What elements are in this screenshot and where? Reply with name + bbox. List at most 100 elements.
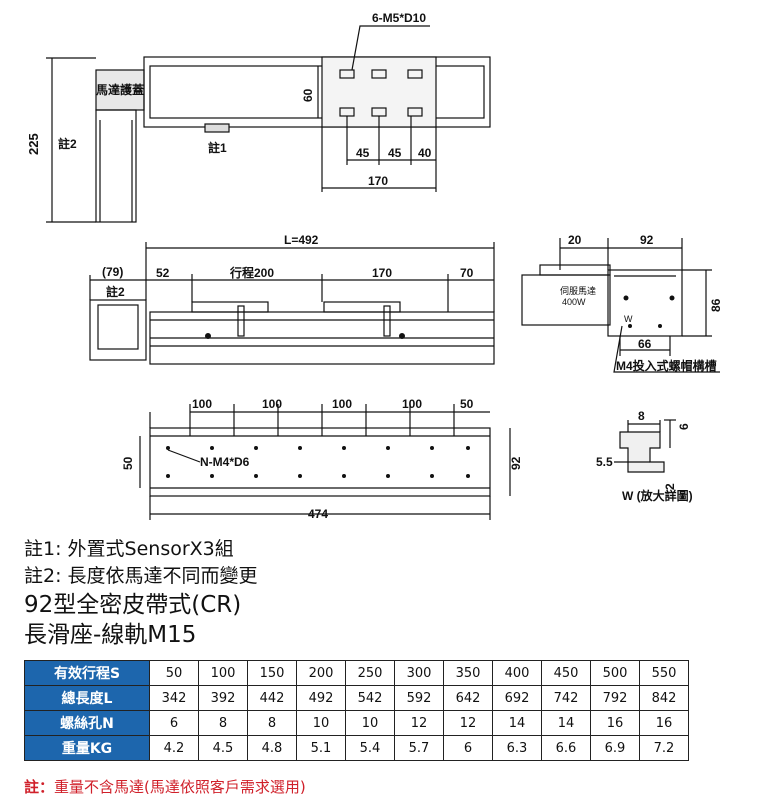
end-view-body xyxy=(607,269,683,337)
row-header-stroke: 有效行程S xyxy=(24,660,150,686)
table-cell: 5.7 xyxy=(394,735,444,761)
side-dim-L: L=492 xyxy=(284,233,319,247)
table-cell: 350 xyxy=(443,660,493,686)
top-view-carriage xyxy=(321,56,437,128)
table-cell: 6 xyxy=(443,735,493,761)
table-cell: 150 xyxy=(247,660,297,686)
notes-block: 註1: 外置式SensorX3組 註2: 長度依馬達不同而變更 92型全密皮帶式… xyxy=(24,536,258,650)
bottom-dim-100d: 100 xyxy=(402,397,422,411)
detail-dim-2: 2 xyxy=(663,483,677,490)
table-cell: 342 xyxy=(149,685,199,711)
table-cell: 16 xyxy=(590,710,640,736)
table-cell: 400 xyxy=(492,660,542,686)
side-view-motor-mount xyxy=(89,299,147,361)
table-cell: 692 xyxy=(492,685,542,711)
footnote-text: 重量不含馬達(馬達依照客戶需求選用) xyxy=(54,778,306,796)
detail-w-profile xyxy=(619,431,665,473)
detail-dim-6: 6 xyxy=(677,423,691,430)
bottom-hole-callout: N-M4*D6 xyxy=(200,455,250,469)
top-motor-cover-label: 馬達護蓋 xyxy=(96,82,144,97)
table-cell: 10 xyxy=(296,710,346,736)
table-cell: 4.2 xyxy=(149,735,199,761)
detail-dim-8: 8 xyxy=(638,409,645,423)
table-cell: 4.8 xyxy=(247,735,297,761)
note-2: 註2: 長度依馬達不同而變更 xyxy=(24,565,258,587)
table-cell: 7.2 xyxy=(639,735,689,761)
table-cell: 450 xyxy=(541,660,591,686)
bottom-dim-474: 474 xyxy=(308,507,328,521)
top-view-motor xyxy=(95,109,137,223)
table-cell: 6.3 xyxy=(492,735,542,761)
table-cell: 792 xyxy=(590,685,640,711)
top-dim-45a: 45 xyxy=(356,146,370,160)
table-cell: 8 xyxy=(247,710,297,736)
table-cell: 12 xyxy=(394,710,444,736)
table-cell: 100 xyxy=(198,660,248,686)
table-cell: 12 xyxy=(443,710,493,736)
bottom-dim-100a: 100 xyxy=(192,397,212,411)
table-cell: 16 xyxy=(639,710,689,736)
table-cell: 5.4 xyxy=(345,735,395,761)
spec-table: 有效行程S 50 100 150 200 250 300 350 400 450… xyxy=(24,660,689,761)
table-cell: 8 xyxy=(198,710,248,736)
table-cell: 392 xyxy=(198,685,248,711)
side-dim-70: 70 xyxy=(460,266,474,280)
table-cell: 250 xyxy=(345,660,395,686)
table-cell: 592 xyxy=(394,685,444,711)
table-cell: 492 xyxy=(296,685,346,711)
bottom-view-body xyxy=(149,427,491,497)
table-cell: 442 xyxy=(247,685,297,711)
table-cell: 5.1 xyxy=(296,735,346,761)
table-row: 螺絲孔N 6 8 8 10 10 12 12 14 14 16 16 xyxy=(24,710,689,736)
bottom-dim-92-right: 92 xyxy=(509,456,523,470)
side-note2-tag: 註2 xyxy=(106,284,125,299)
bottom-dim-50: 50 xyxy=(460,397,474,411)
table-cell: 742 xyxy=(541,685,591,711)
side-dim-stroke: 行程200 xyxy=(229,265,274,280)
end-dim-20: 20 xyxy=(568,233,582,247)
side-dim-170: 170 xyxy=(372,266,392,280)
table-cell: 200 xyxy=(296,660,346,686)
table-cell: 14 xyxy=(492,710,542,736)
footnote: 註：重量不含馬達(馬達依照客戶需求選用) xyxy=(24,776,306,797)
table-cell: 542 xyxy=(345,685,395,711)
bottom-dim-100b: 100 xyxy=(262,397,282,411)
row-header-length: 總長度L xyxy=(24,685,150,711)
end-dim-92: 92 xyxy=(640,233,654,247)
side-dim-79: (79) xyxy=(102,265,123,279)
table-cell: 14 xyxy=(541,710,591,736)
top-dim-170: 170 xyxy=(368,174,388,188)
bottom-dim-50-left: 50 xyxy=(121,456,135,470)
detail-caption: W (放大詳圖) xyxy=(622,488,693,503)
top-note1-tag: 註1 xyxy=(208,140,227,155)
technical-drawing: 6-M5*D10 馬達護蓋 225 60 45 45 40 170 註2 註1 … xyxy=(26,11,723,521)
table-row: 總長度L 342 392 442 492 542 592 642 692 742… xyxy=(24,685,689,711)
table-cell: 6.6 xyxy=(541,735,591,761)
product-subtitle: 長滑座-線軌M15 xyxy=(24,622,197,648)
table-row: 重量KG 4.2 4.5 4.8 5.1 5.4 5.7 6 6.3 6.6 6… xyxy=(24,735,689,761)
top-callout-holes: 6-M5*D10 xyxy=(372,11,426,25)
table-cell: 6 xyxy=(149,710,199,736)
top-dim-225: 225 xyxy=(26,133,41,155)
end-slot-callout: M4投入式螺帽構槽 xyxy=(616,358,717,373)
top-view-body xyxy=(143,56,491,128)
top-note2-tag: 註2 xyxy=(58,136,77,151)
table-cell: 6.9 xyxy=(590,735,640,761)
table-cell: 300 xyxy=(394,660,444,686)
footnote-label: 註： xyxy=(24,778,55,796)
top-view-motor-cover xyxy=(95,69,145,111)
top-dim-60: 60 xyxy=(301,88,315,102)
end-motor-label-2: 400W xyxy=(562,297,586,307)
note-1: 註1: 外置式SensorX3組 xyxy=(24,538,234,560)
table-cell: 4.5 xyxy=(198,735,248,761)
table-cell: 50 xyxy=(149,660,199,686)
detail-dim-5-5: 5.5 xyxy=(596,455,613,469)
table-cell: 10 xyxy=(345,710,395,736)
top-dim-45b: 45 xyxy=(388,146,402,160)
row-header-weight: 重量KG xyxy=(24,735,150,761)
side-dim-52: 52 xyxy=(156,266,170,280)
bottom-dim-100c: 100 xyxy=(332,397,352,411)
table-row: 有效行程S 50 100 150 200 250 300 350 400 450… xyxy=(24,660,689,686)
end-dim-66: 66 xyxy=(638,337,652,351)
top-dim-40: 40 xyxy=(418,146,432,160)
